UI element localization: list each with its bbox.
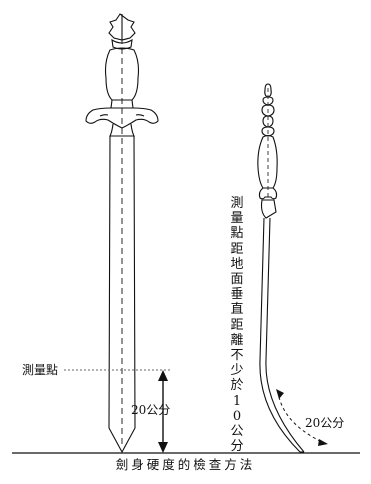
upright-sword xyxy=(85,13,159,454)
grip xyxy=(104,47,140,101)
measure-point-label: 測量點 xyxy=(22,363,59,377)
upright-blade xyxy=(108,135,136,454)
bent-distance-label: 20公分 xyxy=(305,416,345,430)
bent-grip xyxy=(257,134,278,189)
curved-dimension xyxy=(276,389,328,446)
bent-sword xyxy=(257,83,305,453)
vertical-dimension xyxy=(158,370,168,453)
figure-caption: 劍身硬度的檢查方法 xyxy=(115,457,256,472)
vertical-note: 測量點距地面垂直距離不少於10公分 xyxy=(230,196,244,455)
bent-blade xyxy=(259,217,301,453)
guard xyxy=(85,107,159,129)
upright-distance-label: 20公分 xyxy=(131,403,171,417)
bent-guard xyxy=(258,187,278,200)
